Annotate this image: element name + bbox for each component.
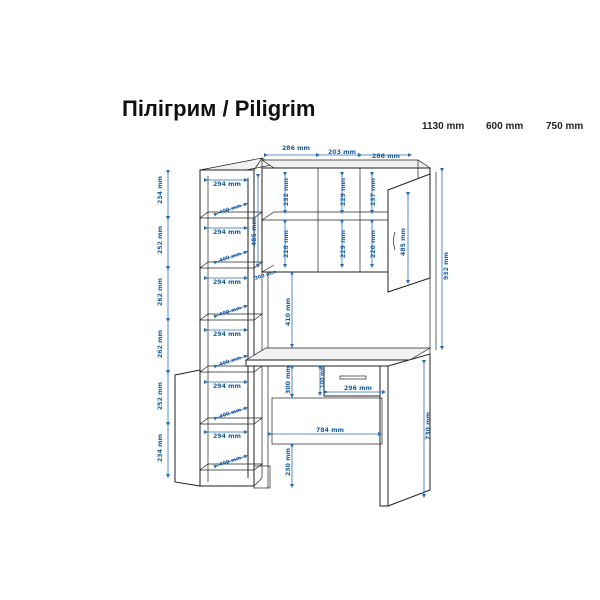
dim-shelf-294-6: 294 mm [213, 433, 241, 440]
dim-shelf-294-1: 294 mm [213, 181, 241, 188]
product-title: Пілігрим / Piligrim [122, 96, 316, 121]
dimension-lines [166, 153, 444, 498]
overall-depth: 600 mm [486, 121, 524, 132]
dim-mid-410: 410 mm [285, 298, 292, 326]
dim-top-203: 203 mm [328, 149, 356, 156]
dim-left-262-b: 262 mm [157, 330, 164, 358]
dim-inner-232: 232 mm [283, 178, 290, 206]
dim-left-252-a: 252 mm [157, 226, 164, 254]
dim-top-286-left: 286 mm [282, 145, 310, 152]
dim-post-485: 485 mm [251, 218, 258, 246]
dim-left-234-top: 234 mm [157, 176, 164, 204]
dim-inner-229-bottom: 229 mm [340, 230, 347, 258]
dim-right-730: 730 mm [425, 412, 432, 440]
dim-inner-229-top: 229 mm [340, 178, 347, 206]
dim-desk-300: 300 mm [285, 366, 292, 394]
dim-door-485: 485 mm [400, 228, 407, 256]
dimension-labels: 286 mm 203 mm 286 mm 234 mm 252 mm 262 m… [157, 145, 450, 476]
dim-inner-228-left: 228 mm [283, 230, 290, 258]
dim-bottom-230: 230 mm [285, 448, 292, 476]
door-handle [393, 231, 396, 251]
desk [244, 347, 432, 507]
dim-inner-220: 220 mm [370, 230, 377, 258]
dim-top-286-right: 286 mm [372, 153, 400, 160]
dim-shelf-294-3: 294 mm [213, 279, 241, 286]
dim-left-234-bottom: 234 mm [157, 434, 164, 462]
dim-left-252-b: 252 mm [157, 382, 164, 410]
dim-inner-237: 237 mm [370, 178, 377, 206]
overall-width: 1130 mm [422, 121, 465, 132]
bookcase-door [174, 369, 201, 487]
desk-top [244, 347, 432, 361]
dim-shelf-294-2: 294 mm [213, 229, 241, 236]
dim-drawer-296: 296 mm [344, 385, 372, 392]
dim-legspace-784: 784 mm [316, 427, 344, 434]
overall-height: 750 mm [546, 121, 584, 132]
dim-drawer-100: 100 mm [320, 365, 326, 388]
dim-shelf-294-5: 294 mm [213, 383, 241, 390]
dim-shelf-294-4: 294 mm [213, 331, 241, 338]
dim-right-932: 932 mm [443, 252, 450, 280]
dim-left-262-a: 262 mm [157, 278, 164, 306]
